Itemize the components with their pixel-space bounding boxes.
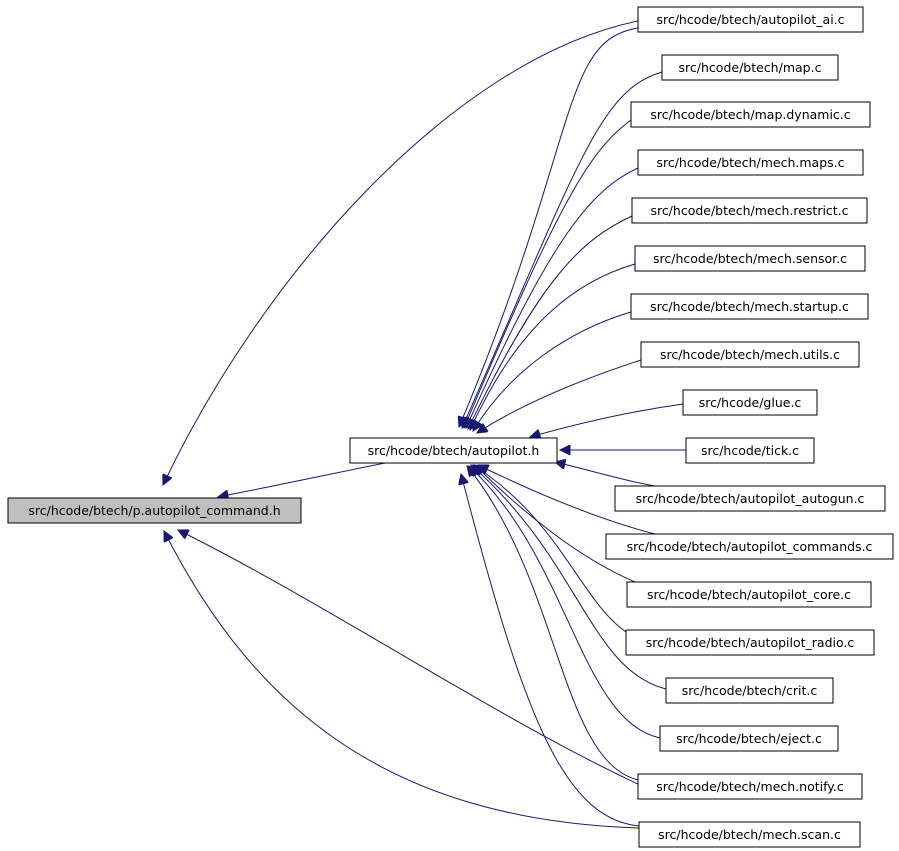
edge-radio-hub [473,465,627,633]
edge-mech-sensor-hub [470,263,636,430]
node-label: src/hcode/btech/mech.sensor.c [653,251,847,266]
node-label: src/hcode/btech/autopilot_autogun.c [636,491,865,506]
edge-mech-utils-hub [477,359,642,433]
node-label: src/hcode/btech/map.dynamic.c [650,107,850,122]
node-root[interactable]: src/hcode/btech/p.autopilot_command.h [7,497,302,524]
edge-map-hub [462,71,663,428]
node-label: src/hcode/btech/autopilot_ai.c [656,12,844,27]
edge-eject-hub [469,466,661,739]
node-label: src/hcode/btech/mech.startup.c [650,299,849,314]
edge-notify-hub [467,466,639,781]
node-label: src/hcode/btech/mech.notify.c [656,779,844,794]
edge-glue-hub [530,403,684,437]
node-mech-utils[interactable]: src/hcode/btech/mech.utils.c [640,341,860,368]
edge-autogun-hub [555,462,656,487]
node-label: src/hcode/tick.c [701,443,799,458]
node-label: src/hcode/btech/mech.restrict.c [650,203,848,218]
node-crit[interactable]: src/hcode/btech/crit.c [665,677,834,704]
edge-scan-hub [461,474,641,827]
node-autopilot-ai[interactable]: src/hcode/btech/autopilot_ai.c [637,6,864,33]
edge-mech-maps-hub [466,167,639,428]
node-eject[interactable]: src/hcode/btech/eject.c [659,725,839,752]
node-label: src/hcode/btech/autopilot_core.c [647,587,851,602]
node-map-dynamic[interactable]: src/hcode/btech/map.dynamic.c [630,101,871,128]
node-label: src/hcode/btech/autopilot_radio.c [646,635,855,650]
node-label: src/hcode/glue.c [699,395,802,410]
node-label: src/hcode/btech/mech.scan.c [658,827,841,842]
edge-autopilot-ai-hub [459,27,639,427]
node-mech-notify[interactable]: src/hcode/btech/mech.notify.c [637,773,863,800]
edge-scan-root [164,531,641,829]
node-autopilot-core[interactable]: src/hcode/btech/autopilot_core.c [626,581,872,608]
node-label: src/hcode/btech/mech.maps.c [656,155,844,170]
node-layer: src/hcode/btech/p.autopilot_command.h sr… [7,6,894,848]
node-hub-label: src/hcode/btech/autopilot.h [368,443,540,458]
node-label: src/hcode/btech/mech.utils.c [660,347,840,362]
node-label: src/hcode/btech/autopilot_commands.c [627,539,873,554]
node-autopilot-radio[interactable]: src/hcode/btech/autopilot_radio.c [625,629,875,656]
edge-core-hub [475,465,641,585]
edge-crit-hub [471,465,667,690]
edge-autopilot-ai-root [163,20,639,485]
edge-notify-root [178,530,641,786]
node-glue[interactable]: src/hcode/glue.c [682,389,818,416]
node-mech-startup[interactable]: src/hcode/btech/mech.startup.c [630,293,869,320]
node-mech-restrict[interactable]: src/hcode/btech/mech.restrict.c [631,197,868,224]
node-autopilot-commands[interactable]: src/hcode/btech/autopilot_commands.c [605,533,894,560]
node-tick[interactable]: src/hcode/tick.c [685,437,815,464]
edge-map-dynamic-hub [464,119,632,428]
edge-mech-restrict-hub [468,215,633,429]
edge-mech-startup-hub [473,311,632,431]
node-label: src/hcode/btech/eject.c [676,731,822,746]
node-hub[interactable]: src/hcode/btech/autopilot.h [349,437,558,464]
node-mech-sensor[interactable]: src/hcode/btech/mech.sensor.c [634,245,866,272]
node-label: src/hcode/btech/map.c [679,60,822,75]
node-label: src/hcode/btech/crit.c [682,683,818,698]
node-root-label: src/hcode/btech/p.autopilot_command.h [28,503,280,518]
node-mech-maps[interactable]: src/hcode/btech/mech.maps.c [637,149,864,176]
node-autopilot-autogun[interactable]: src/hcode/btech/autopilot_autogun.c [614,485,886,512]
edge-commands-hub [478,465,656,535]
node-mech-scan[interactable]: src/hcode/btech/mech.scan.c [638,821,861,848]
edge-layer [163,20,686,829]
node-map[interactable]: src/hcode/btech/map.c [661,54,839,81]
edge-hub-root [218,462,386,497]
